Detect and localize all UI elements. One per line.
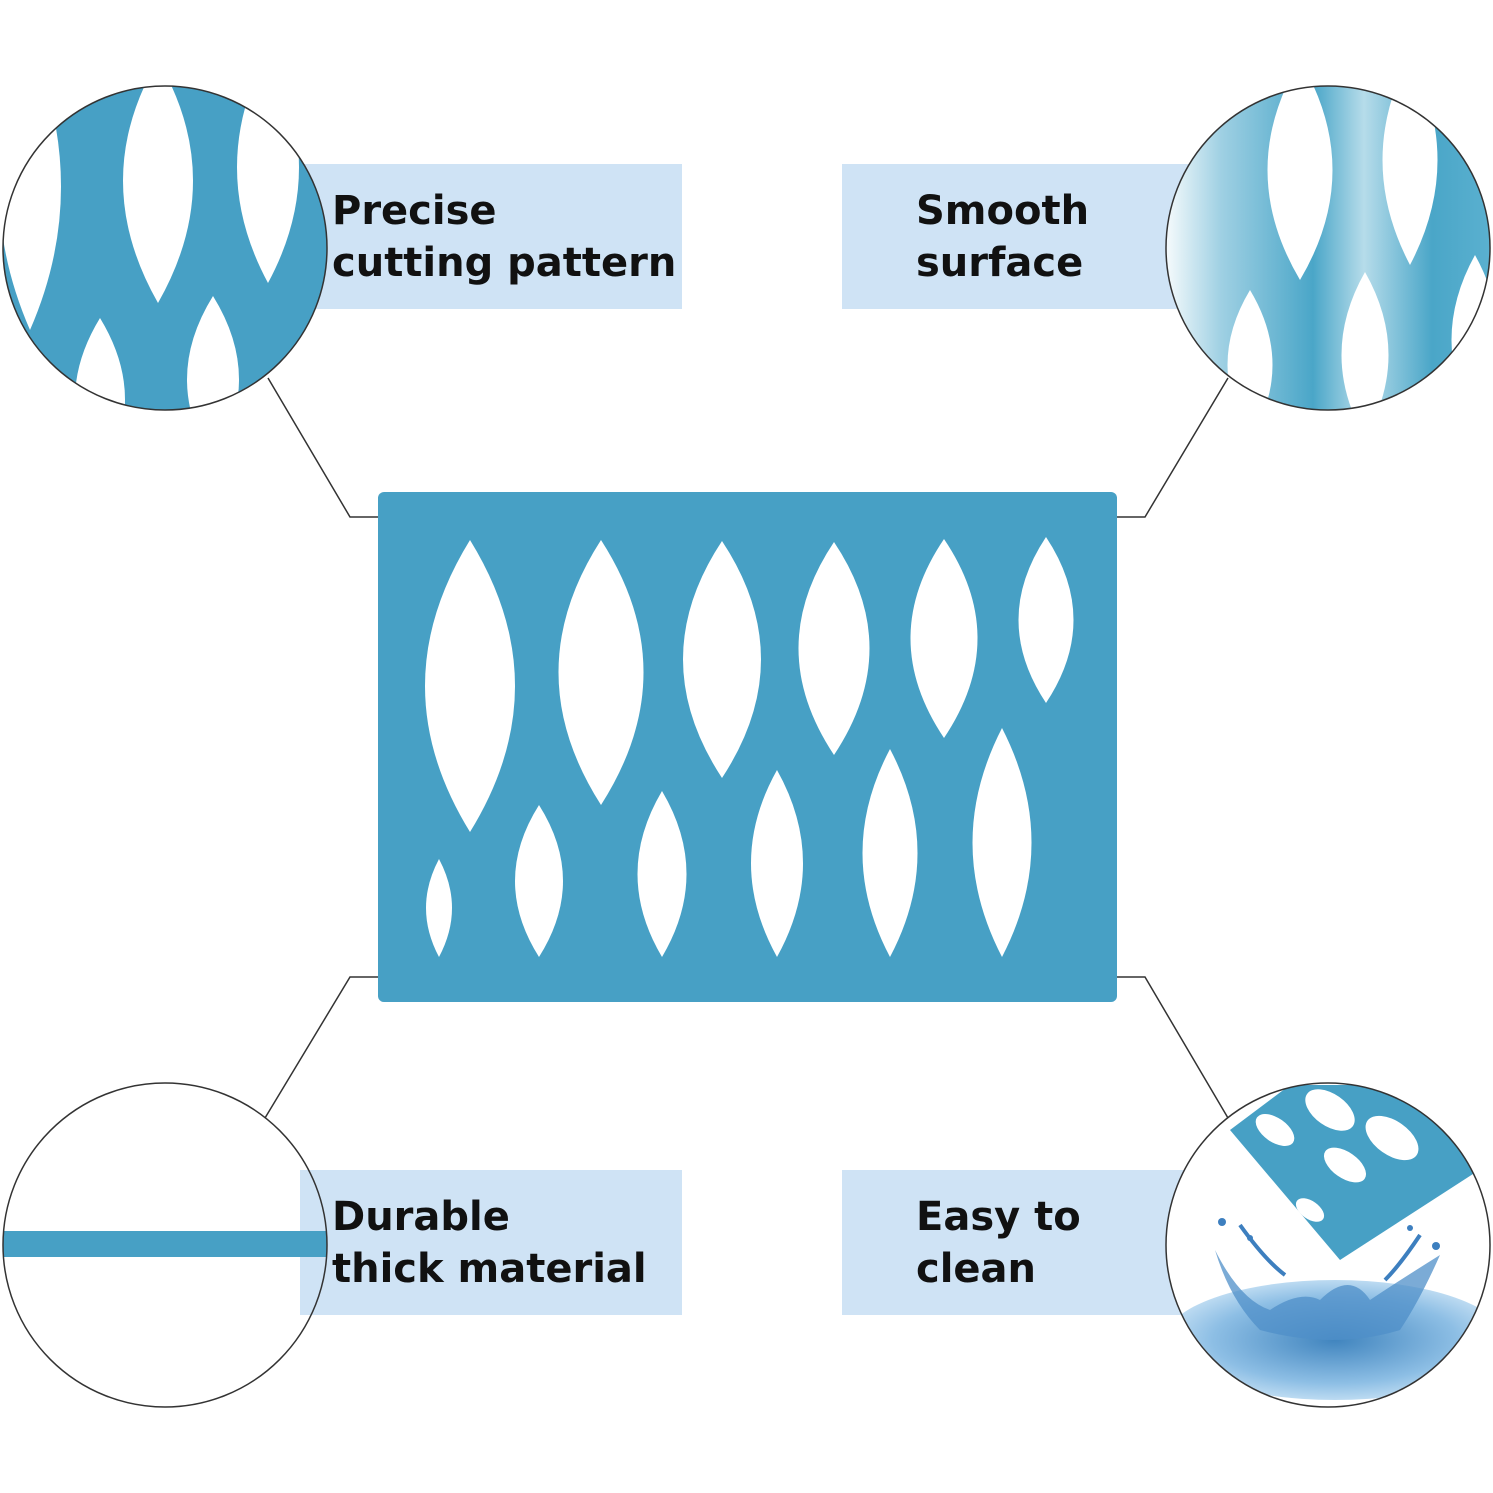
feature-title-line2: surface: [916, 239, 1084, 286]
feature-title-line2: clean: [916, 1245, 1037, 1292]
cutting-pattern-closeup-icon: [2, 85, 328, 411]
feature-title-line2: thick material: [332, 1245, 647, 1292]
smooth-surface-closeup-icon: [1165, 85, 1491, 411]
feature-label-smooth-surface: Smooth surface: [842, 164, 1210, 309]
feature-title-line2: cutting pattern: [332, 239, 677, 286]
feature-title-line1: Smooth: [916, 187, 1090, 234]
feature-label-durable-material: Durable thick material: [300, 1170, 682, 1315]
connector-bottom-right: [1115, 976, 1229, 1119]
water-splash-closeup-icon: [1165, 1082, 1491, 1408]
feature-title-line1: Precise: [332, 187, 497, 234]
thickness-closeup-icon: [2, 1082, 328, 1408]
feature-label-precise-cutting: Precise cutting pattern: [300, 164, 682, 309]
feature-title-line1: Easy to: [916, 1193, 1081, 1240]
feature-title-line1: Durable: [332, 1193, 510, 1240]
connector-bottom-left: [264, 976, 380, 1119]
connector-top-left: [267, 377, 380, 518]
stencil-sheet-icon: [378, 492, 1117, 1002]
connector-top-right: [1115, 377, 1229, 518]
feature-label-easy-to-clean: Easy to clean: [842, 1170, 1210, 1315]
